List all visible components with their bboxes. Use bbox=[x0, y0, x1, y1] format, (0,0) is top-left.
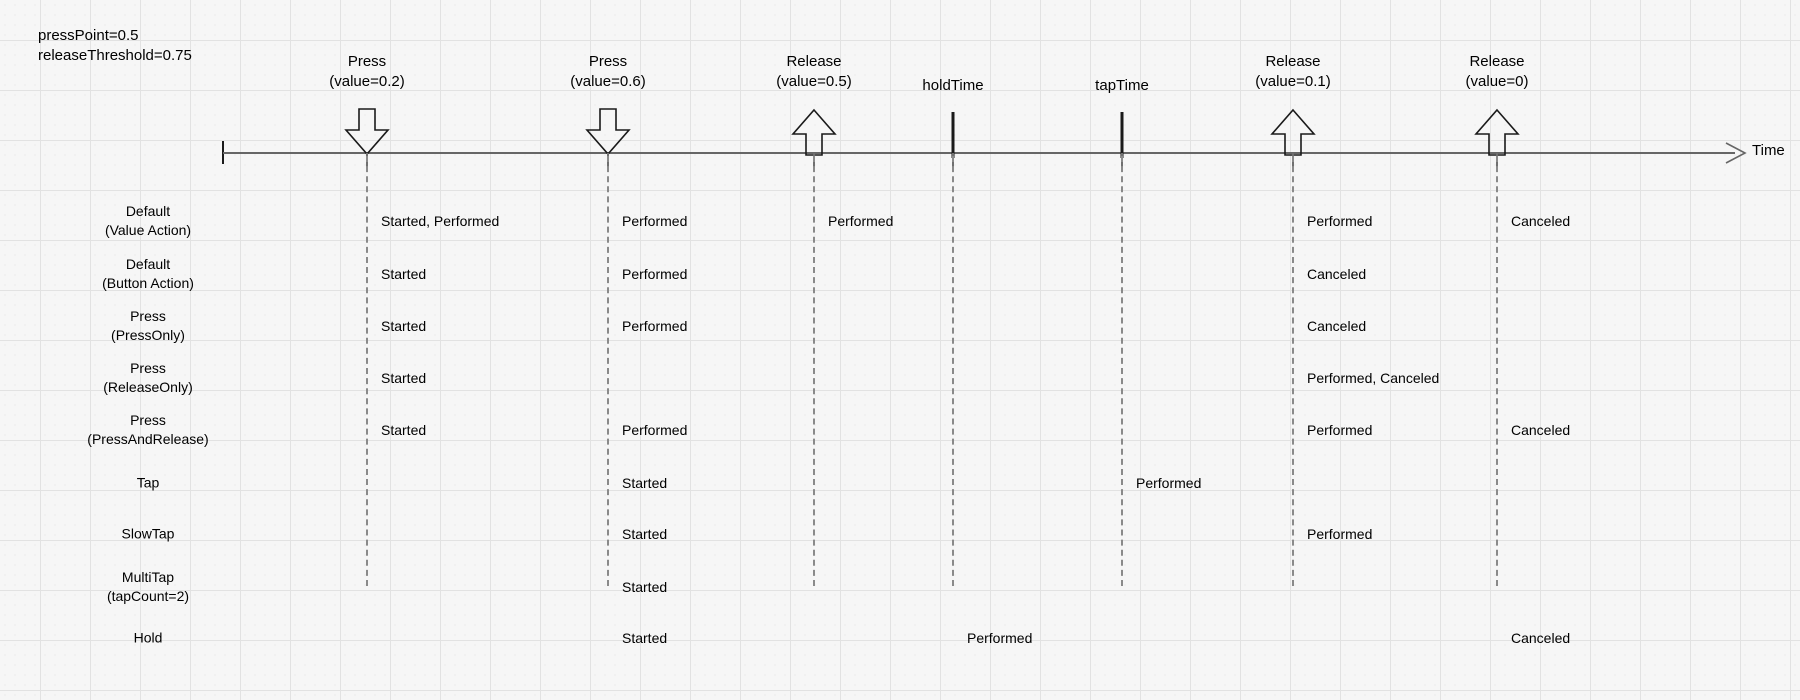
cell-slowtap-release-0-1: Performed bbox=[1307, 526, 1373, 542]
row-label-secondary: (Value Action) bbox=[104, 222, 192, 238]
guide-dashed-line bbox=[1121, 156, 1123, 586]
event-label-secondary: (value=0) bbox=[1465, 73, 1529, 90]
row-label-primary: Default bbox=[125, 256, 171, 272]
row-label-default-value-action: Default (Value Action) bbox=[18, 202, 278, 240]
row-label-press-pressandrelease: Press (PressAndRelease) bbox=[18, 411, 278, 449]
arrow-up-icon bbox=[1270, 108, 1316, 156]
row-label-primary: Press bbox=[130, 308, 166, 324]
event-label-primary: Release bbox=[1265, 53, 1321, 70]
row-label-primary: Press bbox=[130, 360, 166, 376]
cell-default-value-action-press-0-6: Performed bbox=[622, 213, 688, 229]
cell-press-pressonly-press-0-2: Started bbox=[381, 318, 427, 334]
guide-dashed-line bbox=[607, 156, 609, 586]
row-label-secondary: (PressAndRelease) bbox=[87, 431, 209, 447]
cell-press-pressonly-release-0-1: Canceled bbox=[1307, 318, 1367, 334]
guide-dashed-line bbox=[1496, 156, 1498, 586]
event-label-primary: holdTime bbox=[922, 77, 984, 94]
cell-default-value-action-release-0-5: Performed bbox=[828, 213, 894, 229]
row-label-press-releaseonly: Press (ReleaseOnly) bbox=[18, 359, 278, 397]
event-label-press-0-6: Press (value=0.6) bbox=[570, 52, 645, 92]
row-label-press-pressonly: Press (PressOnly) bbox=[18, 307, 278, 345]
event-label-tap-time: tapTime bbox=[1095, 76, 1149, 96]
row-label-secondary: (PressOnly) bbox=[111, 327, 185, 343]
row-label-primary: Tap bbox=[136, 474, 160, 491]
row-label-slowtap: SlowTap bbox=[18, 525, 278, 544]
cell-press-pressonly-press-0-6: Performed bbox=[622, 318, 688, 334]
row-label-primary: Hold bbox=[133, 629, 163, 646]
row-label-tap: Tap bbox=[18, 474, 278, 493]
row-label-default-button-action: Default (Button Action) bbox=[18, 255, 278, 293]
cell-slowtap-press-0-6: Started bbox=[622, 526, 668, 542]
row-label-primary: Default bbox=[125, 203, 171, 219]
cell-multitap-press-0-6: Started bbox=[622, 579, 668, 595]
cell-press-pressandrelease-press-0-2: Started bbox=[381, 422, 427, 438]
event-label-primary: Release bbox=[1469, 53, 1525, 70]
arrow-down-icon bbox=[585, 108, 631, 156]
row-label-primary: MultiTap bbox=[121, 569, 175, 585]
cell-default-value-action-press-0-2: Started, Performed bbox=[381, 213, 500, 229]
event-label-primary: tapTime bbox=[1095, 77, 1149, 94]
event-label-primary: Press bbox=[588, 53, 628, 70]
row-label-hold: Hold bbox=[18, 629, 278, 648]
cell-default-button-action-press-0-6: Performed bbox=[622, 266, 688, 282]
parameter-release-threshold: releaseThreshold=0.75 bbox=[38, 47, 192, 64]
row-label-multitap: MultiTap (tapCount=2) bbox=[18, 568, 278, 606]
cell-press-releaseonly-release-0-1: Performed, Canceled bbox=[1307, 370, 1440, 386]
cell-press-releaseonly-press-0-2: Started bbox=[381, 370, 427, 386]
event-label-secondary: (value=0.2) bbox=[329, 73, 405, 90]
cell-press-pressandrelease-release-0-1: Performed bbox=[1307, 422, 1373, 438]
row-label-primary: SlowTap bbox=[121, 525, 175, 542]
cell-press-pressandrelease-press-0-6: Performed bbox=[622, 422, 688, 438]
cell-tap-tap-time: Performed bbox=[1136, 475, 1202, 491]
cell-default-button-action-release-0-1: Canceled bbox=[1307, 266, 1367, 282]
cell-hold-press-0-6: Started bbox=[622, 630, 668, 646]
axis-label-time: Time bbox=[1752, 142, 1785, 159]
parameter-note: pressPoint=0.5 releaseThreshold=0.75 bbox=[38, 26, 192, 66]
event-label-primary: Press bbox=[347, 53, 387, 70]
guide-dashed-line bbox=[952, 156, 954, 586]
cell-press-pressandrelease-release-0: Canceled bbox=[1511, 422, 1571, 438]
row-label-secondary: (ReleaseOnly) bbox=[103, 379, 193, 395]
event-label-release-0-1: Release (value=0.1) bbox=[1255, 52, 1330, 92]
event-label-release-0-5: Release (value=0.5) bbox=[776, 52, 851, 92]
guide-dashed-line bbox=[813, 156, 815, 586]
guide-dashed-line bbox=[366, 156, 368, 586]
row-label-secondary: (tapCount=2) bbox=[106, 588, 190, 604]
guide-dashed-line bbox=[1292, 156, 1294, 586]
cell-default-value-action-release-0: Canceled bbox=[1511, 213, 1571, 229]
event-label-press-0-2: Press (value=0.2) bbox=[329, 52, 404, 92]
arrow-up-icon bbox=[791, 108, 837, 156]
event-label-hold-time: holdTime bbox=[922, 76, 983, 96]
tick-icon bbox=[1120, 112, 1124, 158]
cell-default-value-action-release-0-1: Performed bbox=[1307, 213, 1373, 229]
event-label-secondary: (value=0.6) bbox=[570, 73, 646, 90]
cell-hold-release-0: Canceled bbox=[1511, 630, 1571, 646]
arrow-down-icon bbox=[344, 108, 390, 156]
cell-default-button-action-press-0-2: Started bbox=[381, 266, 427, 282]
event-label-secondary: (value=0.5) bbox=[776, 73, 852, 90]
event-label-primary: Release bbox=[786, 53, 842, 70]
tick-icon bbox=[951, 112, 955, 158]
row-label-primary: Press bbox=[130, 412, 166, 428]
arrow-up-icon bbox=[1474, 108, 1520, 156]
event-label-release-0: Release (value=0) bbox=[1466, 52, 1529, 92]
axis-arrowhead-icon bbox=[1725, 141, 1747, 165]
cell-hold-hold-time: Performed bbox=[967, 630, 1033, 646]
cell-tap-press-0-6: Started bbox=[622, 475, 668, 491]
event-label-secondary: (value=0.1) bbox=[1255, 73, 1331, 90]
parameter-press-point: pressPoint=0.5 bbox=[38, 27, 139, 44]
time-axis-line bbox=[223, 152, 1735, 154]
row-label-secondary: (Button Action) bbox=[102, 275, 194, 291]
